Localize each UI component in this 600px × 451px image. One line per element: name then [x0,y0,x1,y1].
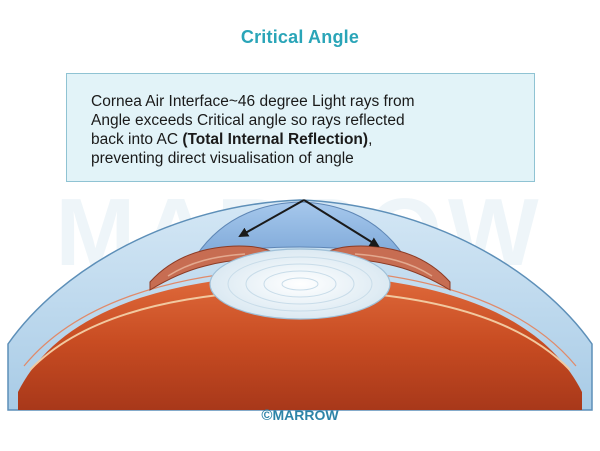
light-ray-right [303,199,380,248]
choroid-layer [18,274,582,410]
lens-ring-3 [263,270,337,298]
description-line-3-suffix: , [368,131,373,148]
description-line-2: Angle exceeds Critical angle so rays ref… [91,112,405,129]
total-internal-reflection-text: (Total Internal Reflection) [182,131,369,148]
description-line-3: back into AC (Total Internal Reflection)… [91,130,514,149]
lens [209,248,391,320]
description-line-3-prefix: back into AC [91,131,183,148]
lens-ring-4 [281,277,319,291]
copyright-brand: ©MARROW [0,407,600,424]
light-ray-left [238,199,305,237]
description-line-4: preventing direct visualisation of angle [91,150,354,167]
lens-ring-2 [245,263,355,305]
description-box: Cornea Air Interface~46 degree Light ray… [66,73,535,182]
description-line-1: Cornea Air Interface~46 degree Light ray… [91,93,415,110]
lens-ring-1 [227,256,373,312]
copyright-icon: © [261,407,273,424]
iris-right-texture [354,253,433,277]
iris-left-texture [167,253,246,277]
brand-name: MARROW [272,407,339,423]
diagram-title: Critical Angle [240,27,360,47]
